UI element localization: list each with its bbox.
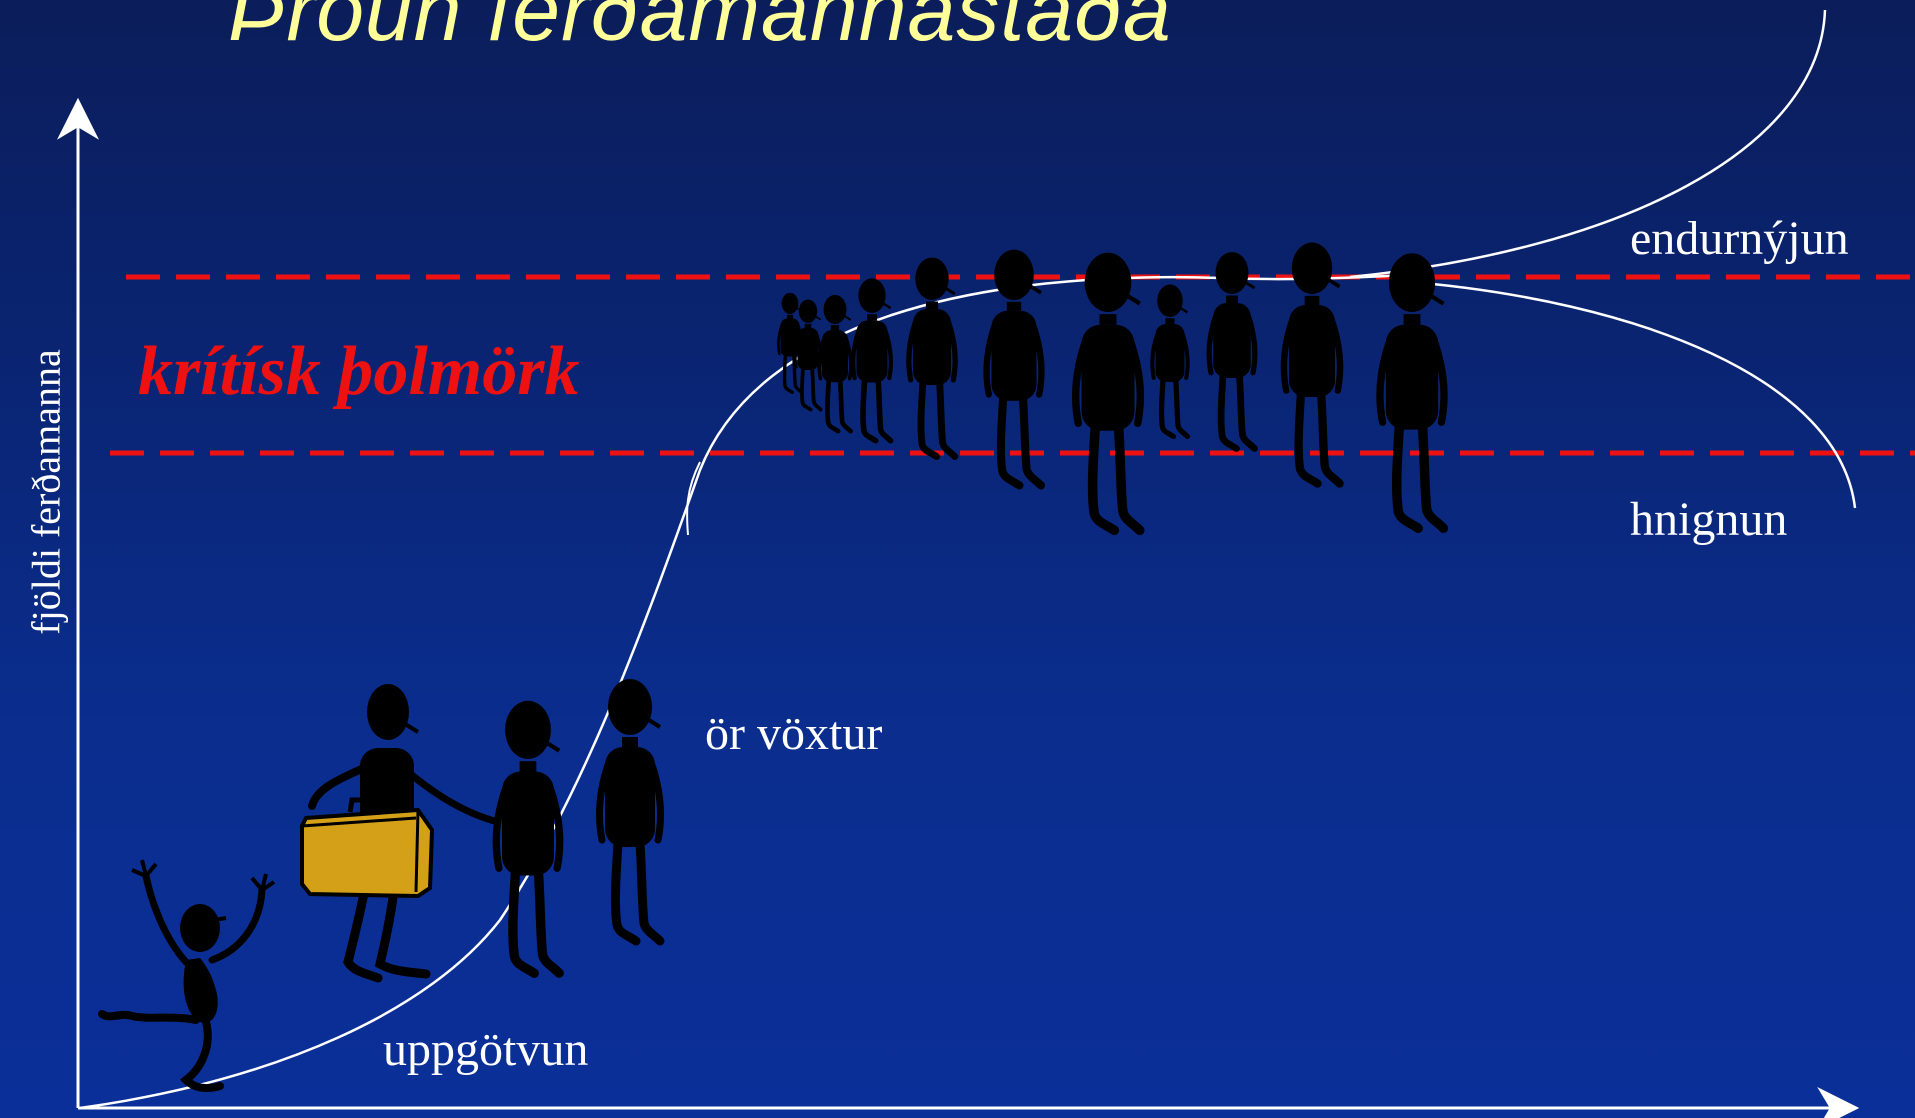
slide-title: Þróun ferðamannastaða — [228, 0, 1172, 59]
lifecycle-curve-renewal — [1349, 9, 1827, 279]
tourist-silhouette — [909, 257, 955, 456]
tourist-silhouette — [793, 297, 823, 412]
stage-label-discovery: uppgötvun — [383, 1023, 589, 1076]
stage-label-decline: hnignun — [1630, 493, 1788, 546]
tourist-group — [496, 242, 1444, 973]
tourist-silhouette — [496, 701, 559, 973]
lifecycle-curve-decline — [1399, 279, 1857, 509]
tourist-silhouette — [1076, 253, 1141, 531]
suitcase-icon — [300, 797, 435, 899]
critical-capacity-label: krítísk þolmörk — [138, 333, 580, 410]
tourist-silhouette — [1152, 285, 1187, 437]
tourist-silhouette — [600, 679, 661, 941]
stage-label-renewal: endurnýjun — [1630, 212, 1849, 265]
tourist-silhouette — [819, 295, 851, 431]
tourist-silhouette — [1209, 252, 1255, 449]
tourist-silhouette — [1380, 253, 1444, 528]
tourist-silhouette — [853, 278, 891, 440]
stage-label-growth: ör vöxtur — [705, 707, 883, 760]
y-axis-label: fjöldi ferðamanna — [23, 349, 69, 635]
curve-artifact — [686, 461, 701, 536]
waving-figure — [98, 859, 276, 1092]
